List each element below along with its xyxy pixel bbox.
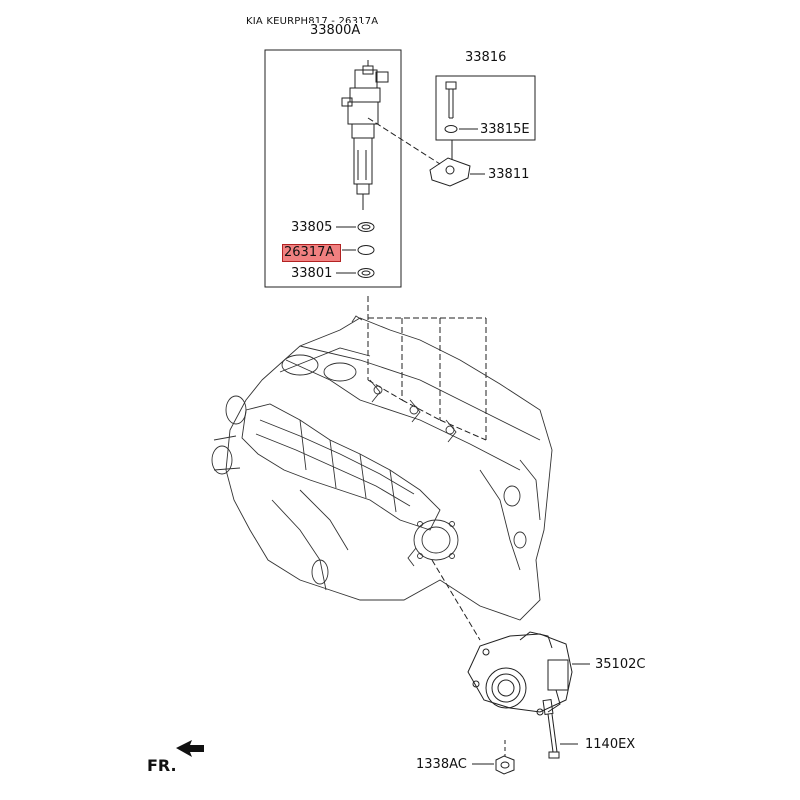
label-1338AC[interactable]: 1338AC [416, 757, 467, 772]
injector-group-box [264, 49, 402, 288]
label-33805[interactable]: 33805 [291, 220, 333, 235]
diagram-header: KIA KEURPH817 - 26317A [246, 16, 379, 27]
label-33801[interactable]: 33801 [291, 266, 333, 281]
washer-33815E-icon [444, 125, 458, 133]
washer-33801-icon [357, 268, 375, 278]
oring-26317A-icon [357, 245, 375, 255]
bolt-kit-box [435, 75, 536, 141]
label-33815E[interactable]: 33815E [480, 122, 530, 137]
clamp-icon [429, 140, 471, 187]
highlight-26317A [282, 244, 341, 262]
label-35102C[interactable]: 35102C [595, 657, 646, 672]
label-26317A[interactable]: 26317A [284, 245, 335, 260]
bolt-1140EX-icon [542, 698, 560, 759]
front-arrow-icon [176, 740, 204, 757]
seal-33805-icon [357, 222, 375, 232]
throttle-body-icon [467, 631, 573, 716]
label-33800A[interactable]: 33800A [308, 23, 363, 38]
nut-1338AC-icon [495, 755, 515, 775]
engine-block-icon [211, 315, 553, 621]
front-direction-label: FR. [147, 756, 177, 775]
injector-icon [341, 60, 389, 210]
label-33811[interactable]: 33811 [488, 167, 530, 182]
label-1140EX[interactable]: 1140EX [585, 737, 636, 752]
bolt-icon [445, 81, 457, 119]
label-33816[interactable]: 33816 [465, 50, 507, 65]
